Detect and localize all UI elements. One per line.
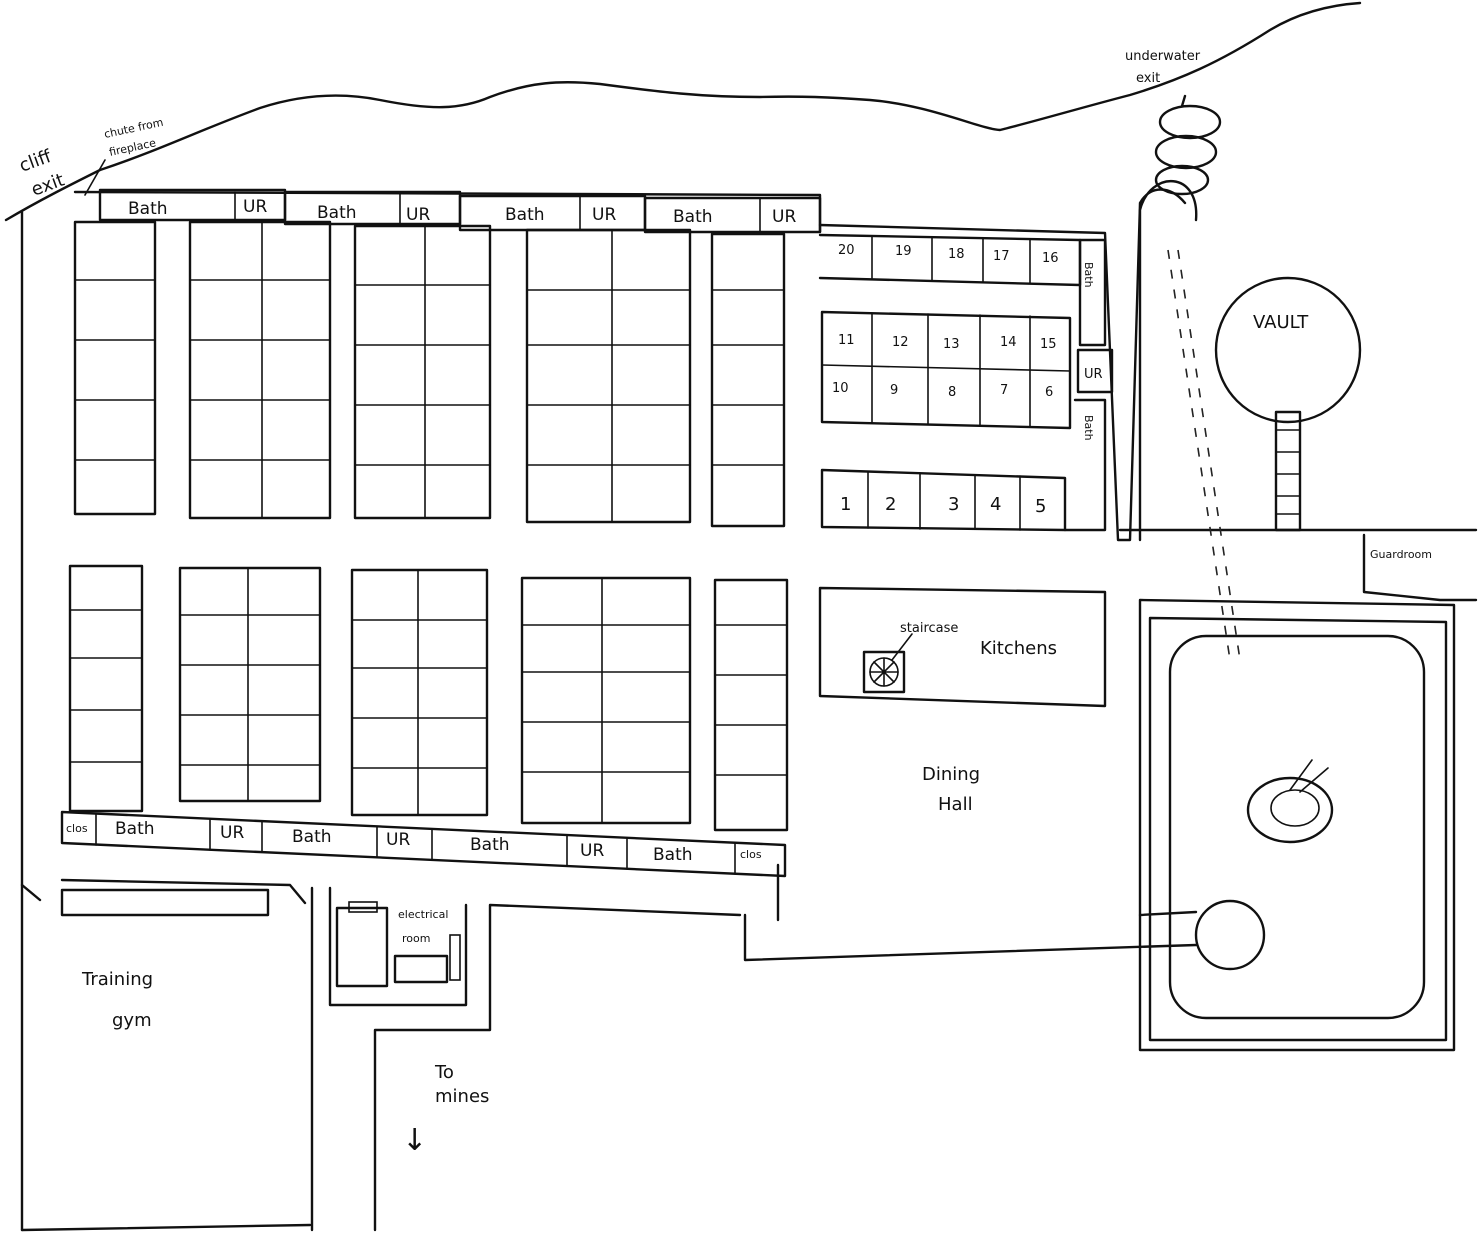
cell-5: 5	[1035, 496, 1046, 517]
block-bath-b-label: Bath	[1082, 415, 1095, 441]
electrical-label-1: electrical	[398, 908, 448, 921]
lower-left-walls	[20, 886, 468, 1232]
cell-20: 20	[838, 243, 855, 258]
bottom-ur-3-label: UR	[580, 841, 604, 861]
guardroom-label: Guardroom	[1370, 548, 1432, 561]
vault-label: VAULT	[1253, 312, 1309, 333]
vault-room	[1214, 276, 1362, 424]
top-ur-3-label: UR	[592, 205, 616, 225]
electrical-room	[335, 901, 461, 988]
cell-9: 9	[890, 383, 898, 398]
dining-label-2: Hall	[938, 794, 973, 815]
gym-label-1: Training	[81, 969, 153, 990]
staircase-box	[862, 650, 906, 694]
numbered-cell-block	[818, 233, 1114, 532]
top-bath-3-label: Bath	[505, 205, 545, 225]
cell-18: 18	[948, 247, 965, 262]
electrical-label-2: room	[402, 932, 430, 945]
cell-12: 12	[892, 335, 909, 350]
cell-16: 16	[1042, 251, 1059, 266]
bottom-dorm-blocks	[68, 564, 789, 832]
cell-7: 7	[1000, 383, 1008, 398]
east-corridor-wall	[818, 188, 1187, 542]
underwater-label-2: exit	[1136, 71, 1160, 86]
gym-bench	[60, 888, 270, 917]
pool-corridor	[743, 910, 1198, 962]
mines-label-1: To	[434, 1062, 454, 1083]
chute-label-1: chute from	[103, 116, 165, 141]
top-ur-1-label: UR	[243, 197, 267, 217]
cell-8: 8	[948, 385, 956, 400]
top-ur-2-label: UR	[406, 205, 430, 225]
guardroom	[1362, 533, 1478, 602]
staircase-label: staircase	[900, 621, 958, 636]
bottom-bath-1-label: Bath	[115, 819, 155, 839]
block-ur-label: UR	[1084, 367, 1103, 382]
top-bath-2-label: Bath	[317, 203, 357, 223]
top-dorm-blocks	[73, 220, 786, 528]
bottom-bath-2-label: Bath	[292, 827, 332, 847]
cell-11: 11	[838, 333, 855, 348]
cell-14: 14	[1000, 335, 1017, 350]
underwater-label-1: underwater	[1125, 49, 1201, 64]
lower-wall-top	[20, 863, 780, 922]
vault-stairway	[1274, 410, 1302, 532]
top-bath-1-label: Bath	[128, 199, 168, 219]
cell-3: 3	[948, 494, 959, 515]
cell-4: 4	[990, 494, 1001, 515]
cell-13: 13	[943, 337, 960, 352]
bottom-bath-3-label: Bath	[470, 835, 510, 855]
cell-6: 6	[1045, 385, 1053, 400]
bottom-ur-2-label: UR	[386, 830, 410, 850]
underwater-tunnel	[1138, 94, 1222, 542]
staircase-pointer	[891, 633, 913, 661]
kitchens-room	[818, 586, 1107, 708]
terrain-outline	[4, 1, 1362, 222]
bottom-clos-right-label: clos	[740, 848, 762, 861]
cell-19: 19	[895, 244, 912, 259]
waterfall-stream	[1167, 249, 1241, 661]
top-bath-4-label: Bath	[673, 207, 713, 227]
chute-label-2: fireplace	[108, 136, 157, 159]
bottom-ur-1-label: UR	[220, 823, 244, 843]
cell-15: 15	[1040, 337, 1057, 352]
cliff-exit-label-1: cliff	[17, 146, 55, 177]
top-ur-4-label: UR	[772, 207, 796, 227]
arrow-down-icon: ↓	[402, 1123, 427, 1158]
cliff-exit-label-2: exit	[29, 170, 68, 201]
reservoir	[1138, 598, 1456, 1052]
cell-17: 17	[993, 249, 1010, 264]
bottom-wing-strip	[60, 810, 787, 878]
bottom-bath-4-label: Bath	[653, 845, 693, 865]
mines-label-2: mines	[435, 1086, 489, 1107]
chute-pointer	[84, 159, 106, 196]
gym-label-2: gym	[112, 1010, 152, 1031]
dining-label-1: Dining	[922, 764, 980, 785]
bottom-clos-left-label: clos	[66, 822, 88, 835]
staircase-spokes	[869, 657, 899, 687]
cell-1: 1	[840, 494, 851, 515]
cell-10: 10	[832, 381, 849, 396]
kitchens-label: Kitchens	[980, 638, 1057, 659]
cell-2: 2	[885, 494, 896, 515]
lower-mid-walls	[373, 903, 742, 1232]
block-bath-a-label: Bath	[1082, 262, 1095, 288]
